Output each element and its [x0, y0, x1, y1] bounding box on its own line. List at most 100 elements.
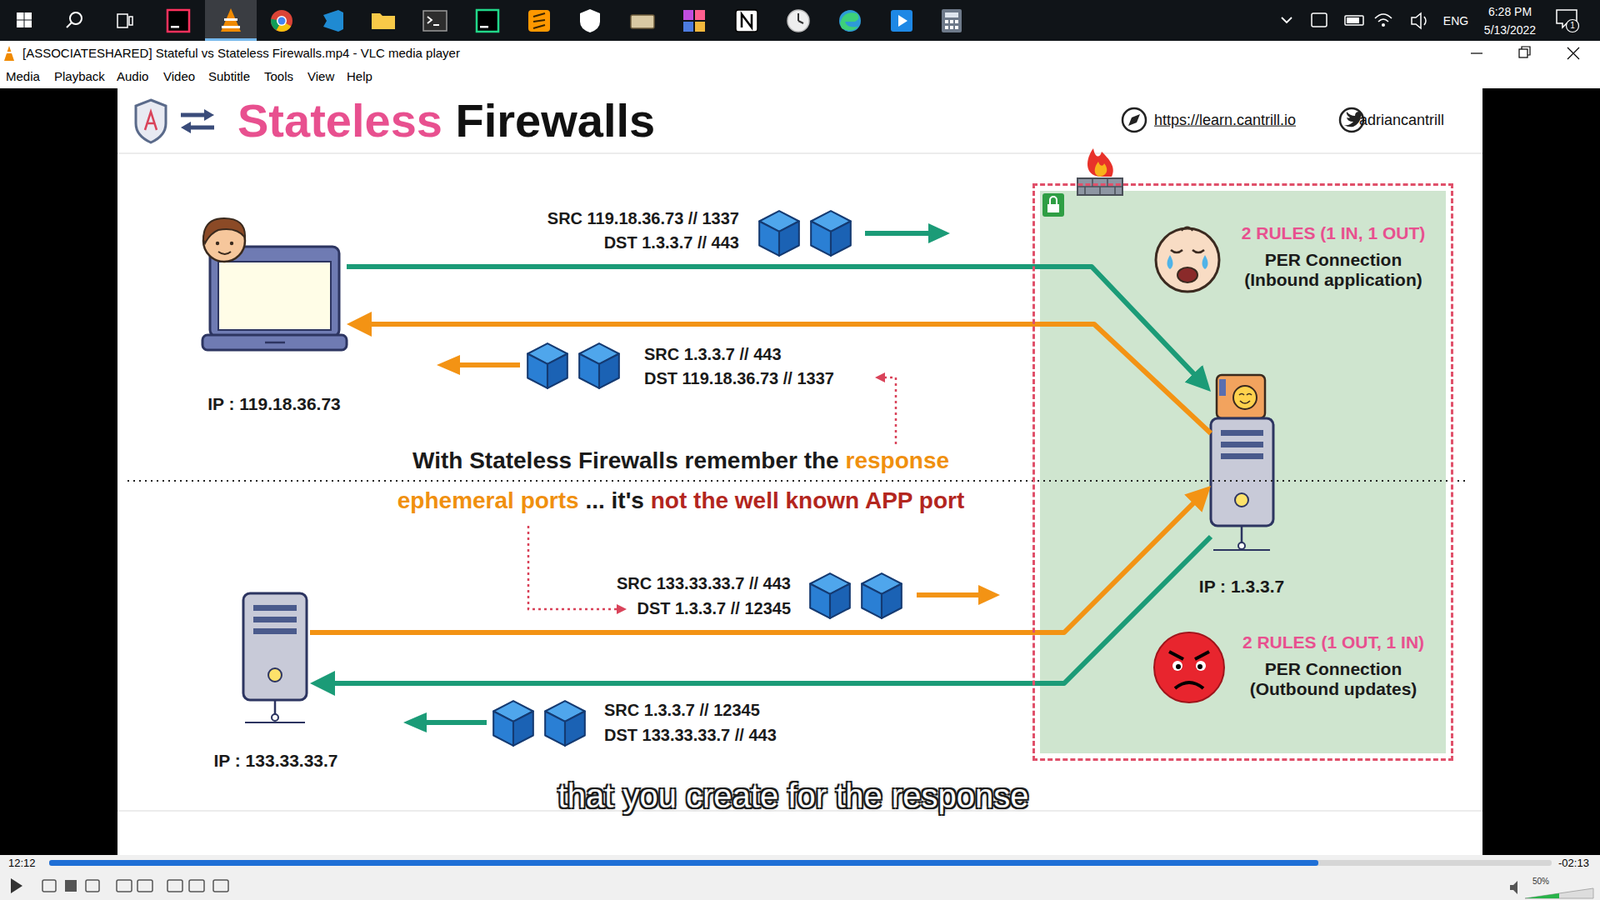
slide-header-icons [204, 109, 215, 121]
packet-header: DST 119.18.36.73 // 1337 [644, 369, 835, 389]
slide-title: Stateless Firewalls [237, 94, 655, 148]
taskbar [945, 25, 949, 30]
taskbar [683, 21, 694, 32]
remaining-time: -02:13 [1558, 857, 1590, 870]
taskbar [695, 21, 705, 32]
taskbar [66, 22, 72, 28]
url-link: https://learn.cantrill.io [1154, 111, 1296, 130]
taskbar [0, 0, 1600, 41]
server-illustration [1210, 375, 1274, 550]
note-text: ... it's [585, 487, 644, 515]
menu-item: Help [346, 69, 373, 84]
taskbar [276, 15, 287, 26]
taskbar [224, 18, 238, 21]
angry-face [1172, 660, 1183, 671]
server-illustration [1220, 430, 1264, 436]
taskbar [25, 20, 33, 29]
player-controls [49, 860, 1319, 866]
taskbar [580, 9, 600, 33]
video-subtitle: that you create for the response [558, 776, 1030, 815]
direction-arrow [916, 592, 982, 598]
player-controls [49, 860, 1552, 866]
taskbar [798, 13, 804, 24]
packet-header: DST 1.3.3.7 // 12345 [636, 599, 791, 619]
server-illustration [274, 700, 277, 715]
client-laptop: IP : 119.18.36.73 [201, 214, 347, 352]
angry-face [1175, 664, 1181, 670]
lock-icon [1050, 196, 1057, 205]
server-illustration [1240, 525, 1244, 543]
direction-arrow [978, 585, 1000, 605]
slide-background [117, 88, 1483, 855]
laptop-illustration [218, 261, 331, 330]
lock-icon [1042, 193, 1065, 217]
window-title: [ASSOCIATESHARED] Stateful vs Stateless … [22, 45, 460, 60]
packet-header: SRC 1.3.3.7 // 443 [644, 345, 782, 365]
player-controls [116, 880, 132, 892]
taskbar [695, 10, 705, 20]
leader-arrow [875, 372, 885, 383]
rule-note: PER Connection (Outbound updates) [1225, 659, 1441, 700]
server-illustration [1233, 385, 1257, 410]
firewall-icon [1077, 148, 1123, 195]
taskbar [955, 25, 959, 30]
player-controls [0, 855, 1600, 900]
crying-face [1155, 227, 1220, 293]
taskbar [270, 10, 293, 32]
slide-background [117, 152, 1483, 155]
taskbar [323, 10, 344, 32]
taskbar [630, 15, 655, 29]
server-illustration [1210, 418, 1274, 526]
menu-item: Playback [54, 69, 105, 84]
crying-face [1177, 267, 1198, 283]
note-highlight: response [845, 447, 950, 475]
taskbar [476, 10, 499, 32]
player-controls [65, 880, 77, 892]
taskbar [25, 12, 33, 20]
packet-icons [810, 573, 850, 619]
taskbar [16, 12, 25, 20]
packet-header: SRC 1.3.3.7 // 12345 [604, 700, 760, 720]
server-illustration [271, 714, 279, 721]
taskbar [371, 13, 395, 30]
packet-icons [861, 573, 902, 619]
slide-header-icons [180, 121, 191, 134]
ip-label: IP : 119.18.36.73 [207, 394, 341, 415]
taskbar [117, 14, 128, 28]
taskbar [205, 38, 257, 41]
vlc-window-chrome [0, 40, 1600, 855]
server-illustration [245, 721, 305, 724]
clock-date: 5/13/2022 [1484, 23, 1536, 37]
player-controls [1525, 888, 1594, 899]
notification-count: 1 [1570, 20, 1575, 31]
twitter-handle: adriancantrill [1359, 111, 1445, 130]
firewall-icon [1077, 178, 1123, 195]
laptop-illustration [265, 341, 285, 345]
angry-face [1175, 682, 1204, 689]
elapsed-time: 12:12 [8, 857, 36, 870]
note-highlight: ephemeral ports [397, 487, 580, 515]
direction-arrow [423, 720, 487, 725]
firewall-zone: 2 RULES (1 IN, 1 OUT)PER Connection (Inb… [1032, 183, 1454, 761]
firewall-icon [1095, 161, 1108, 177]
menu-item: Media [5, 69, 40, 84]
taskbar [1346, 17, 1360, 24]
packet-icons [493, 210, 902, 746]
taskbar [528, 10, 550, 32]
laptop-illustration [202, 335, 347, 350]
note-line: ephemeral ports... it'snot the well know… [397, 487, 965, 515]
slide-header-icons [180, 113, 206, 118]
note-line: With Stateless Firewalls remember theres… [412, 447, 950, 475]
menu-item: Audio [116, 69, 149, 84]
server-illustration [268, 668, 282, 682]
leader-arrow [616, 604, 627, 615]
taskbar [1281, 17, 1292, 23]
taskbar [1566, 20, 1580, 33]
packet-icons [493, 700, 534, 746]
server-illustration [243, 593, 307, 700]
packet-icons [545, 700, 585, 746]
taskbar [683, 10, 694, 20]
direction-arrow [403, 223, 1000, 733]
player-controls [10, 878, 23, 894]
taskbar [129, 16, 133, 25]
